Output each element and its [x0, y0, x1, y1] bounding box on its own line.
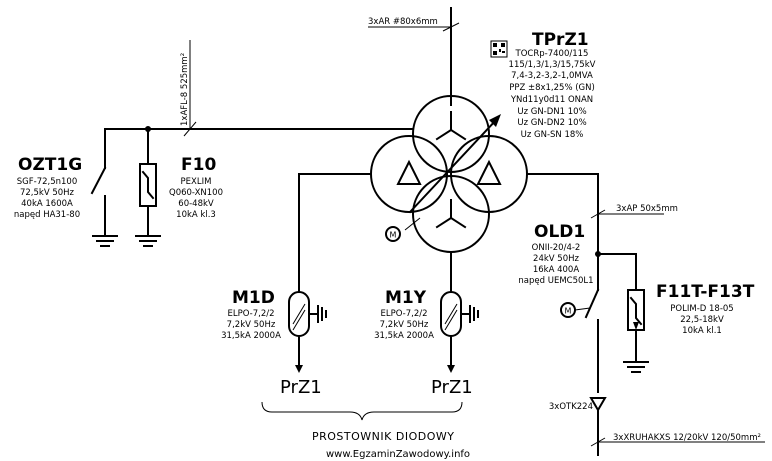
qr-code-icon: [490, 40, 508, 58]
f10-spec-1: PEXLIM: [181, 177, 212, 187]
tprz1-spec-4: PPZ ±8x1,25% (GN): [509, 83, 595, 93]
m1y-spec-1: ELPO-7,2/2: [380, 309, 427, 319]
f11-spec-1: POLIM-D 18-05: [670, 304, 733, 314]
f10-spec-3: 60-48kV: [178, 199, 214, 209]
tertiary-winding-d2: [450, 135, 528, 213]
rectifier-group-bracket: [261, 401, 463, 421]
tprz1-spec-1: TOCRp-7400/115: [515, 49, 589, 59]
delta-symbol-left: [396, 159, 422, 185]
tprz1-spec-2: 115/1,3/1,3/15,75kV: [509, 60, 596, 70]
top-bus-label: 3xAR #80x6mm: [368, 17, 438, 27]
m1y-branch: [440, 251, 479, 373]
right-bus-label: 3xAP 50x5mm: [616, 204, 678, 214]
star-symbol-primary: [435, 111, 467, 141]
f11-title: F11T-F13T: [656, 282, 755, 302]
star-symbol-bottom: [435, 199, 467, 229]
tprz1-spec-3: 7,4-3,2-3,2-1,0MVA: [511, 71, 593, 81]
watermark-text: www.EgzaminZawodowy.info: [326, 449, 470, 460]
m1y-title: M1Y: [385, 288, 427, 308]
delta-symbol-right: [476, 159, 502, 185]
m1d-spec-3: 31,5kA 2000A: [221, 331, 281, 341]
tprz1-spec-8: Uz GN-SN 18%: [521, 130, 584, 140]
terminal-label: 3xOTK224: [549, 402, 593, 412]
f10-spec-2: Q060-XN100: [169, 188, 223, 198]
cable-terminal-icon: [589, 397, 607, 412]
transformer-tprz1: M: [370, 95, 528, 253]
tprz1-spec-5: YNd11y0d11 ONAN: [510, 95, 593, 105]
bottom-cable-label: 3xXRUHAKXS 12/20kV 120/50mm²: [613, 433, 761, 443]
ozt1g-title: OZT1G: [18, 155, 82, 175]
m1d-branch: [288, 173, 372, 373]
ozt1g-spec-3: 40kA 1600A: [21, 199, 73, 209]
old1-title: OLD1: [534, 222, 585, 242]
m1d-spec-1: ELPO-7,2/2: [227, 309, 274, 319]
f11-surge-arrester: [597, 253, 649, 373]
tprz1-spec-7: Uz GN-DN2 10%: [517, 118, 586, 128]
f11-spec-3: 10kA kl.1: [682, 326, 722, 336]
ozt1g-earthing-switch: [90, 128, 118, 247]
ozt1g-spec-2: 72,5kV 50Hz: [20, 188, 75, 198]
f11-spec-2: 22,5-18kV: [680, 315, 724, 325]
m1y-spec-2: 7,2kV 50Hz: [380, 320, 429, 330]
secondary-winding-d1: [370, 135, 448, 213]
old1-branch: M: [526, 173, 765, 456]
m1d-spec-2: 7,2kV 50Hz: [227, 320, 276, 330]
top-bus-tick: [442, 22, 460, 32]
m1y-spec-3: 31,5kA 2000A: [374, 331, 434, 341]
tprz1-title: TPrZ1: [532, 30, 589, 50]
tprz1-spec-6: Uz GN-DN1 10%: [517, 107, 586, 117]
hv-cable-label: 1xAFL-8 525mm²: [180, 53, 190, 126]
old1-spec-1: ONII-20/4-2: [532, 243, 581, 253]
f10-spec-4: 10kA kl.3: [176, 210, 216, 220]
old1-motor-symbol: M: [565, 307, 572, 316]
f10-surge-arrester: [135, 128, 161, 247]
tap-motor-symbol: M: [390, 231, 397, 240]
m1y-load-label: PrZ1: [431, 377, 473, 398]
m1d-title: M1D: [232, 288, 275, 308]
rectifier-group-caption: PROSTOWNIK DIODOWY: [312, 430, 454, 443]
tap-changer-arrowhead: [489, 114, 501, 127]
ozt1g-spec-4: napęd HA31-80: [14, 210, 80, 220]
primary-winding: [412, 95, 490, 173]
old1-spec-2: 24kV 50Hz: [533, 254, 579, 264]
tap-motor-drive: [385, 226, 401, 242]
f10-title: F10: [181, 155, 216, 175]
m1d-load-label: PrZ1: [280, 377, 322, 398]
tap-changer-arrow: [408, 117, 499, 214]
old1-spec-3: 16kA 400A: [533, 265, 579, 275]
ozt1g-spec-1: SGF-72,5n100: [17, 177, 77, 187]
old1-spec-4: napęd UEMC50L1: [518, 276, 593, 286]
